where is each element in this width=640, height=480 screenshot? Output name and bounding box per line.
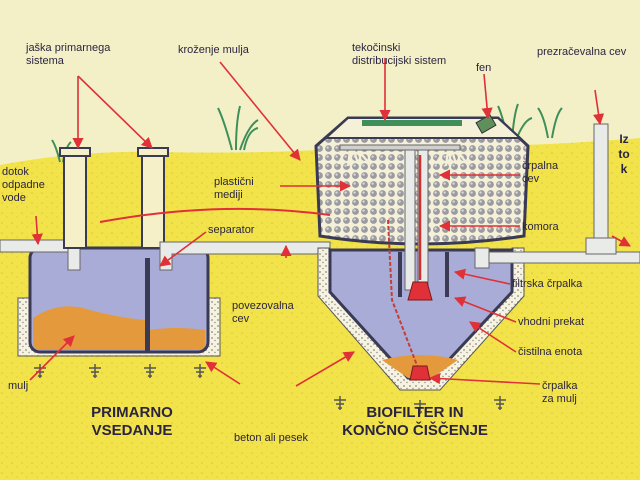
label-prezracevalna-cev: prezračevalna cev [537,46,627,58]
label-mulj: mulj [8,380,29,392]
label-crpalna-cev: črpalna cev [522,160,559,185]
label-plasticni-mediji: plastični mediji [214,176,254,201]
title-biofilter-koncno-ciscenje: BIOFILTER IN KONČNO ČIŠČENJE [342,404,488,439]
label-jaska-primarnega-sistema: jaška primarnega sistema [26,42,111,67]
label-povezovalna-cev: povezovalna cev [232,300,294,325]
biofilter-unit [314,114,530,414]
label-tekocinski-distribucijski-sistem: tekočinski distribucijski sistem [352,42,447,67]
label-iztok-text: Iztok [618,132,630,176]
label-crpalka-za-mulj: črpalka za mulj [542,380,578,405]
label-komora: komora [522,221,559,233]
label-beton-ali-pesek: beton ali pesek [234,432,308,444]
label-krozenje-mulja: kroženje mulja [178,44,249,56]
label-separator: separator [208,224,255,236]
label-dotok-odpadne-vode: dotok odpadne vode [2,166,45,204]
label-iztok: Iztok [618,132,630,177]
title-primarno-vsedanje: PRIMARNO VSEDANJE [91,404,173,439]
outlet-and-vent [474,123,640,269]
label-cistilna-enota: čistilna enota [518,346,583,358]
label-vhodni-prekat: vhodni prekat [518,316,585,328]
pointer-arrows [29,58,631,387]
label-filtrska-crpalka: filtrska črpalka [512,278,583,290]
label-fen: fen [476,62,492,74]
